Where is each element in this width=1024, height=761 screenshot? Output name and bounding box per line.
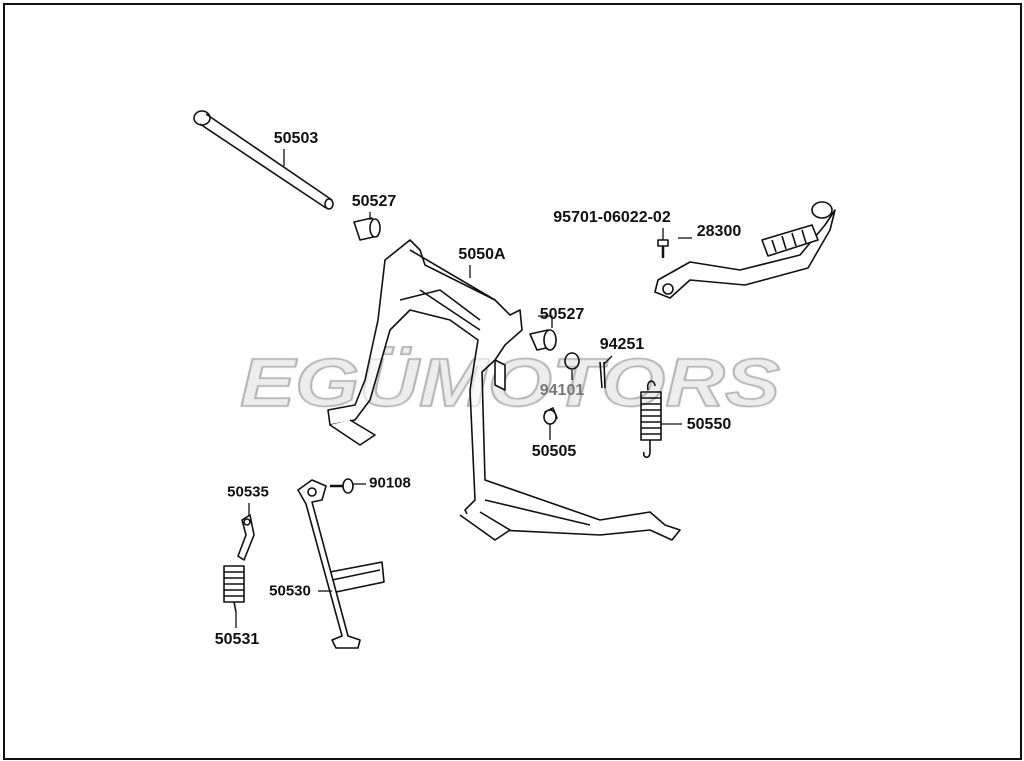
part-label-28300: 28300 xyxy=(696,223,742,240)
part-label-94101: 94101 xyxy=(539,382,585,399)
part-label-95701-06022-02: 95701-06022-02 xyxy=(553,209,671,226)
part-label-90108: 90108 xyxy=(369,474,411,492)
part-label-50505: 50505 xyxy=(531,443,577,460)
part-label-50531: 50531 xyxy=(214,631,260,648)
part-label-50527-right: 50527 xyxy=(539,306,585,323)
part-label-50535: 50535 xyxy=(227,483,269,501)
bushing-part xyxy=(529,329,557,351)
part-label-50503: 50503 xyxy=(273,130,319,147)
side-stand-spring-part xyxy=(223,514,255,613)
watermark-logo xyxy=(238,346,783,416)
bushing-part xyxy=(353,217,381,241)
diagram-frame xyxy=(3,3,1022,760)
part-label-50530: 50530 xyxy=(269,582,311,600)
axle-shaft-part xyxy=(193,110,334,210)
part-label-50527: 50527 xyxy=(351,193,397,210)
part-label-5050a: 5050A xyxy=(458,246,506,263)
collar-part xyxy=(543,407,558,425)
side-stand-part xyxy=(297,478,385,649)
leader-lines xyxy=(235,149,692,628)
kick-lever-part xyxy=(654,201,836,299)
washer-part xyxy=(564,352,580,370)
spring-part xyxy=(640,380,662,459)
cotter-pin-part xyxy=(599,361,606,389)
part-label-94251: 94251 xyxy=(599,336,645,353)
part-label-50550: 50550 xyxy=(686,416,732,433)
main-stand-part xyxy=(327,239,681,541)
